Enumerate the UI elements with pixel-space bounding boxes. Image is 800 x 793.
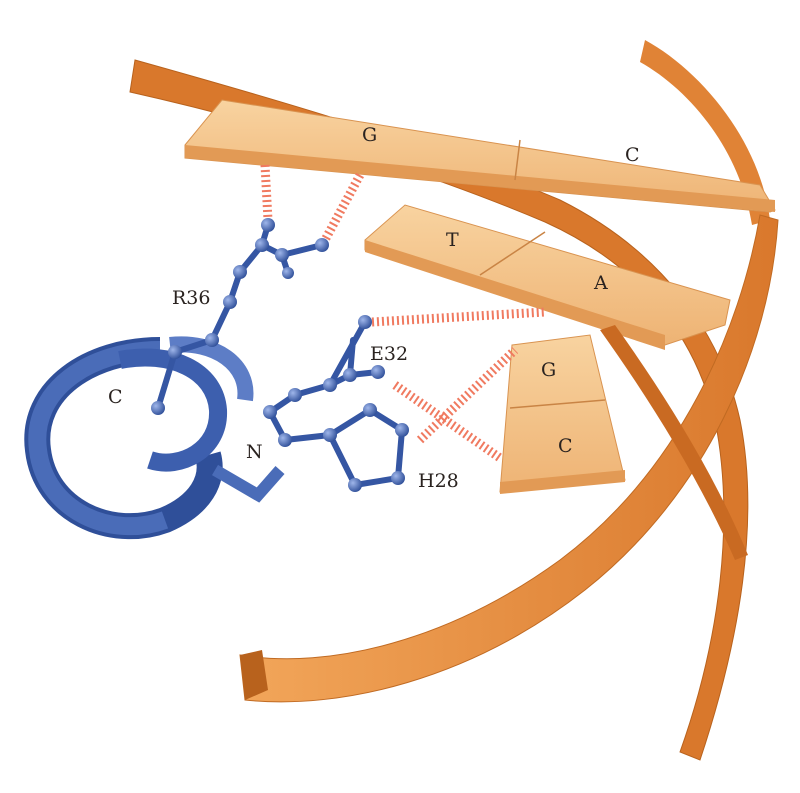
- base-pair-ta: T A: [364, 204, 731, 350]
- residue-label-r36: R36: [172, 287, 210, 309]
- base-pair-gc-bottom: G C: [499, 334, 626, 494]
- residue-label-e32: E32: [370, 343, 408, 365]
- base-label-c1: C: [625, 144, 640, 166]
- protein-alpha-helix: C N: [24, 336, 285, 540]
- base-label-c2: C: [558, 435, 573, 457]
- helix-c-terminus-label: C: [108, 386, 123, 408]
- side-chain-atoms: [151, 218, 409, 492]
- dna-backbone-front: [239, 214, 779, 703]
- base-label-t: T: [446, 229, 459, 251]
- base-label-g1: G: [362, 124, 377, 146]
- base-label-a: A: [593, 272, 608, 294]
- helix-n-terminus-label: N: [246, 441, 263, 463]
- base-label-g2: G: [541, 359, 556, 381]
- base-pair-gc-top: G C: [184, 99, 776, 213]
- hydrogen-bonds: [260, 164, 546, 462]
- residue-label-h28: H28: [418, 470, 459, 492]
